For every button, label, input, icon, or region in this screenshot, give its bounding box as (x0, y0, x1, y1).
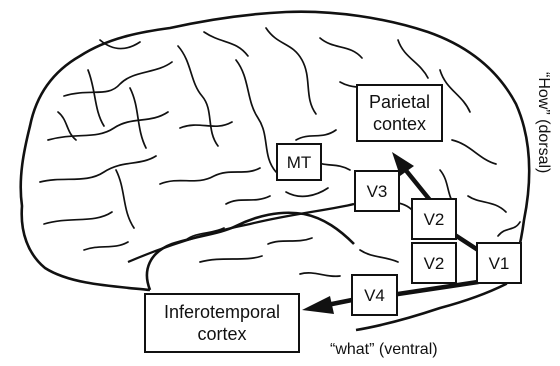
ventral-arrowhead (302, 296, 334, 314)
v4-box: V4 (351, 274, 398, 316)
v3-label: V3 (367, 181, 388, 202)
parietal-cortex-box: Parietal contex (356, 84, 443, 142)
dorsal-stream-label: “How” (dorsal) (534, 72, 552, 173)
lateral-sulcus (128, 204, 354, 262)
inferotemporal-cortex-label: Inferotemporal cortex (146, 301, 298, 345)
mt-box: MT (276, 143, 322, 181)
v2-upper-box: V2 (411, 198, 457, 240)
parietal-cortex-label: Parietal contex (358, 91, 441, 135)
v1-label: V1 (489, 253, 510, 274)
v2-lower-box: V2 (411, 242, 457, 284)
v2-upper-label: V2 (424, 209, 445, 230)
inferotemporal-cortex-box: Inferotemporal cortex (144, 293, 300, 353)
mt-label: MT (287, 152, 312, 173)
ventral-stream-label: “what” (ventral) (330, 341, 438, 359)
v3-box: V3 (354, 170, 400, 212)
v4-label: V4 (364, 285, 385, 306)
v1-box: V1 (476, 242, 522, 284)
v2-lower-label: V2 (424, 253, 445, 274)
